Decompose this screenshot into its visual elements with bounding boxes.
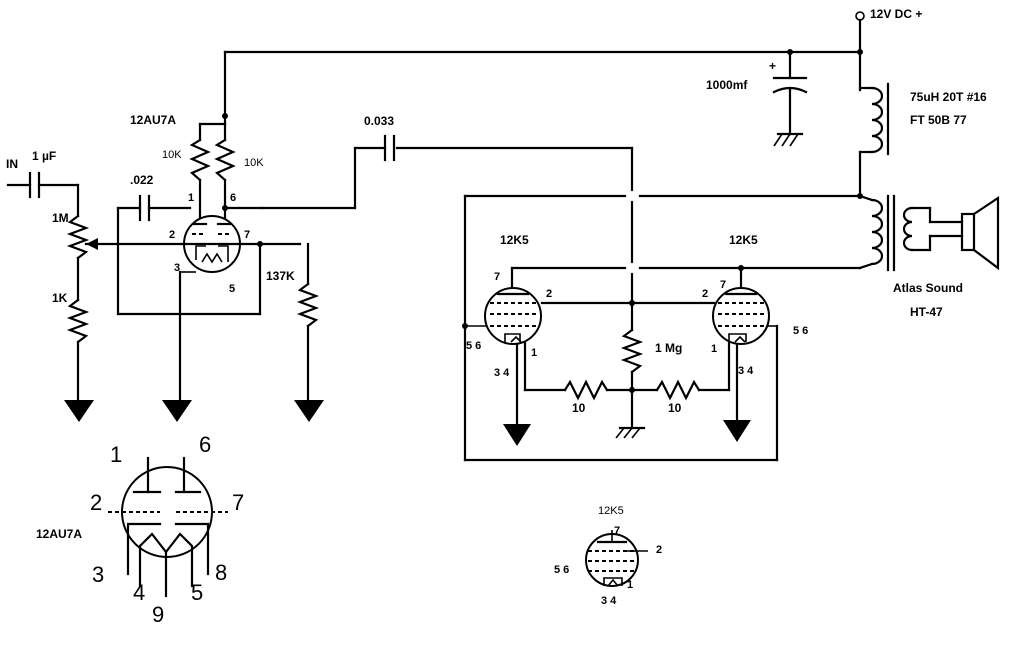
tl-pin7: 7 (494, 271, 500, 283)
plate-resistors (189, 122, 264, 224)
t1-pin1: 1 (188, 192, 194, 204)
r-plate1-label: 10K (162, 149, 182, 161)
big-pin5: 5 (191, 580, 203, 605)
speaker-model-label: HT-47 (910, 305, 943, 319)
r-fil-right-label: 10 (668, 401, 682, 415)
filter-capacitor: + (769, 50, 808, 147)
tube-12k5-left (484, 287, 542, 345)
power-rail (222, 11, 865, 126)
coupling-capacitor (260, 134, 396, 210)
r-cath-label: 137K (266, 269, 295, 283)
r-center-label: 1 Mg (655, 341, 682, 355)
big-pin6: 6 (199, 432, 211, 457)
speaker-label: Atlas Sound (893, 281, 963, 295)
tr-pin1: 1 (711, 343, 717, 355)
output-transformer (858, 194, 964, 272)
input-network (6, 171, 324, 422)
filter-cap-label: 1000mf (706, 78, 748, 92)
plus-sign: + (769, 59, 776, 73)
tr-pin7: 7 (720, 279, 726, 291)
choke-inductor (857, 82, 890, 199)
r-low-label: 1K (52, 291, 68, 305)
small-pin56: 5 6 (554, 564, 569, 576)
tl-pin56: 5 6 (466, 340, 481, 352)
tube-12k5-right (712, 287, 770, 345)
choke-core-label: FT 50B 77 (910, 113, 967, 127)
t1-pin5: 5 (229, 283, 235, 295)
big-pin3: 3 (92, 562, 104, 587)
big-pin4: 4 (133, 580, 145, 605)
c-in-label: 1 µF (32, 149, 56, 163)
t1-pin7: 7 (244, 229, 250, 241)
pinout-12au7a (108, 456, 228, 598)
speaker-icon (960, 195, 1000, 271)
output-stage-wiring (395, 146, 862, 462)
t1-pin2: 2 (169, 229, 175, 241)
pinout-12k5 (585, 530, 648, 587)
tube-right-label: 12K5 (729, 233, 758, 247)
pinout-12au7a-label: 12AU7A (36, 527, 82, 541)
tl-pin1: 1 (531, 347, 537, 359)
small-pin1: 1 (627, 579, 633, 591)
tl-pin2: 2 (546, 288, 552, 300)
tl-pin34: 3 4 (494, 367, 510, 379)
tube-left-label: 12K5 (500, 233, 529, 247)
pinout-12k5-label: 12K5 (598, 505, 624, 517)
pot-label: 1M (52, 211, 69, 225)
choke-label: 75uH 20T #16 (910, 90, 987, 104)
tube1-label: 12AU7A (130, 113, 176, 127)
big-pin1: 1 (110, 442, 122, 467)
big-pin7: 7 (232, 490, 244, 515)
tr-pin56: 5 6 (793, 325, 808, 337)
tr-pin2: 2 (702, 288, 708, 300)
big-pin9: 9 (152, 602, 164, 627)
input-label: IN (6, 157, 18, 171)
c-fb-label: .022 (130, 173, 154, 187)
r-plate2-label: 10K (244, 157, 264, 169)
small-pin7: 7 (614, 525, 620, 537)
r-fil-left-label: 10 (572, 401, 586, 415)
t1-pin6: 6 (230, 192, 236, 204)
big-pin8: 8 (215, 560, 227, 585)
tr-pin34: 3 4 (738, 365, 754, 377)
coupling-cap-label: 0.033 (364, 114, 394, 128)
supply-label: 12V DC + (870, 7, 922, 21)
t1-pin3: 3 (174, 262, 180, 274)
small-pin2: 2 (656, 544, 662, 556)
small-pin34: 3 4 (601, 595, 617, 607)
big-pin2: 2 (90, 490, 102, 515)
